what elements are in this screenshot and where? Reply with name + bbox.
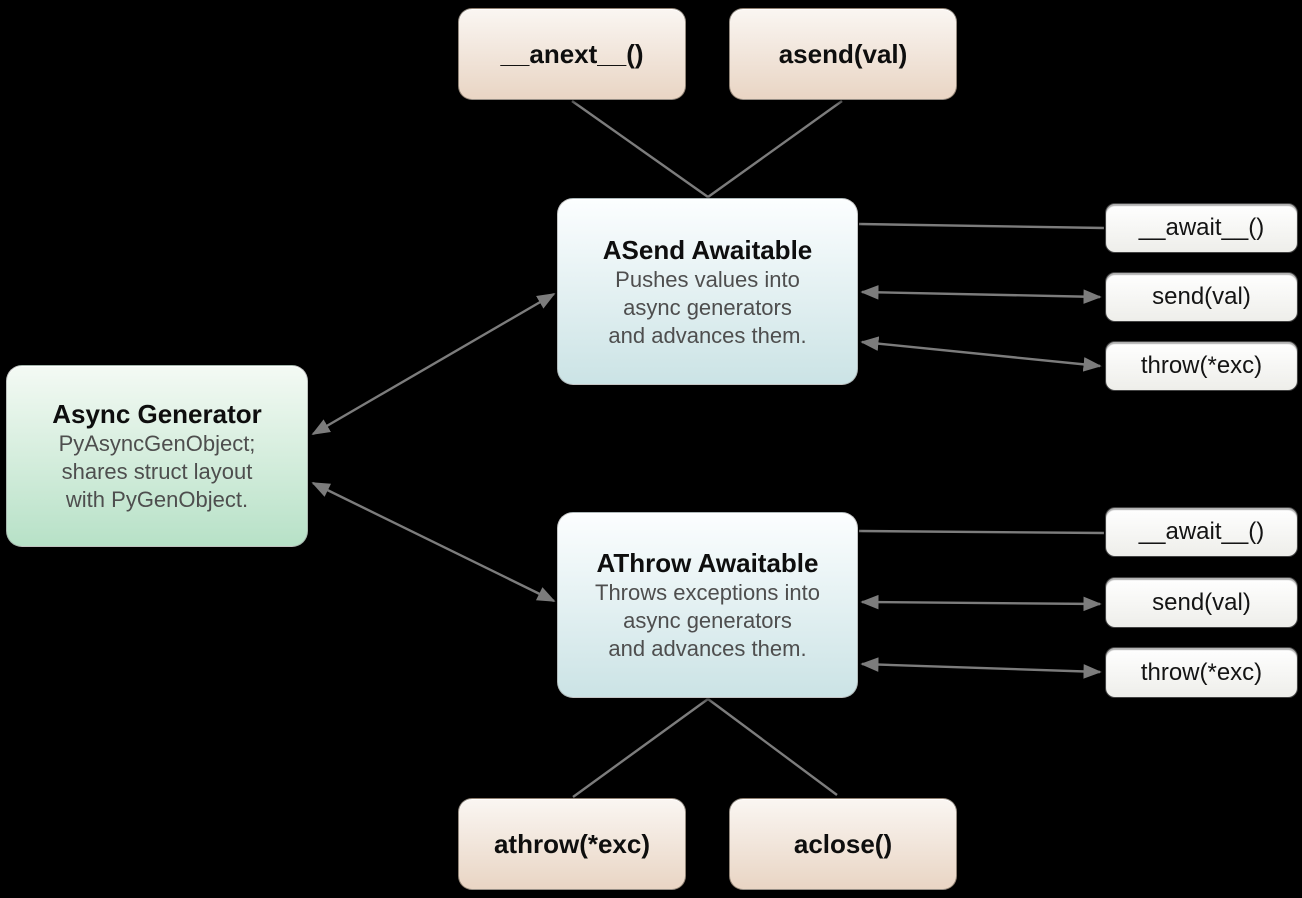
send-method-node-athrow: send(val): [1105, 577, 1298, 628]
await-method-label-athrow: __await__(): [1138, 518, 1265, 545]
athrow-exc-method-node: athrow(*exc): [458, 798, 686, 890]
asend-awaitable-node: ASend Awaitable Pushes values into async…: [557, 198, 858, 385]
send-method-label-athrow: send(val): [1152, 588, 1251, 616]
anext-method-label: __anext__(): [500, 38, 644, 69]
connector-anext-to-asend-awaitable: [571, 100, 709, 198]
athrow-exc-method-label: athrow(*exc): [493, 828, 651, 859]
asend-awaitable-desc-line2: async generators: [623, 294, 792, 320]
aclose-method-node: aclose(): [729, 798, 957, 890]
async-generator-desc-line2: shares struct layout: [61, 459, 253, 484]
asend-method-node: asend(val): [729, 8, 957, 100]
throw-method-node-athrow: throw(*exc): [1105, 647, 1298, 698]
connector-athrow-awaitable-send: [860, 594, 1102, 612]
athrow-awaitable-title: AThrow Awaitable: [596, 548, 819, 578]
connector-athrow-awaitable-await: [858, 529, 1105, 535]
async-generator-desc-line1: PyAsyncGenObject;: [58, 431, 256, 456]
send-method-node-asend: send(val): [1105, 272, 1298, 322]
asend-method-label: asend(val): [778, 38, 908, 69]
athrow-awaitable-desc-line1: Throws exceptions into: [595, 580, 820, 605]
async-generator-title: Async Generator: [52, 399, 262, 429]
send-method-label-asend: send(val): [1152, 283, 1251, 310]
anext-method-node: __anext__(): [458, 8, 686, 100]
throw-method-node-asend: throw(*exc): [1105, 341, 1298, 391]
connector-generator-athrow-awaitable: [311, 481, 556, 603]
connector-generator-asend-awaitable: [311, 292, 556, 436]
await-method-node-asend: __await__(): [1105, 203, 1298, 253]
athrow-awaitable-desc-line3: and advances them.: [608, 636, 807, 661]
asend-awaitable-desc-line3: and advances them.: [608, 322, 807, 348]
connector-athrow-awaitable-to-aclose: [707, 698, 838, 796]
await-method-node-athrow: __await__(): [1105, 507, 1298, 557]
connector-asend-awaitable-send: [860, 285, 1102, 304]
await-method-label-asend: __await__(): [1138, 214, 1265, 241]
athrow-awaitable-node: AThrow Awaitable Throws exceptions into …: [557, 512, 858, 698]
connector-asend-awaitable-throw: [860, 336, 1102, 372]
aclose-method-label: aclose(): [793, 828, 893, 859]
asend-awaitable-desc-line1: Pushes values into: [615, 266, 800, 292]
athrow-awaitable-desc-line2: async generators: [623, 608, 792, 633]
async-generator-desc-line3: with PyGenObject.: [65, 487, 249, 512]
async-generator-node: Async Generator PyAsyncGenObject; shares…: [6, 365, 308, 547]
connector-athrow-awaitable-throw: [860, 657, 1102, 679]
throw-method-label-asend: throw(*exc): [1140, 352, 1263, 379]
throw-method-label-athrow: throw(*exc): [1140, 658, 1263, 686]
asend-awaitable-title: ASend Awaitable: [602, 234, 813, 265]
connector-athrow-awaitable-to-athrow: [572, 698, 709, 798]
connector-asend-awaitable-await: [858, 222, 1105, 230]
connector-asend-to-asend-awaitable: [707, 100, 843, 198]
